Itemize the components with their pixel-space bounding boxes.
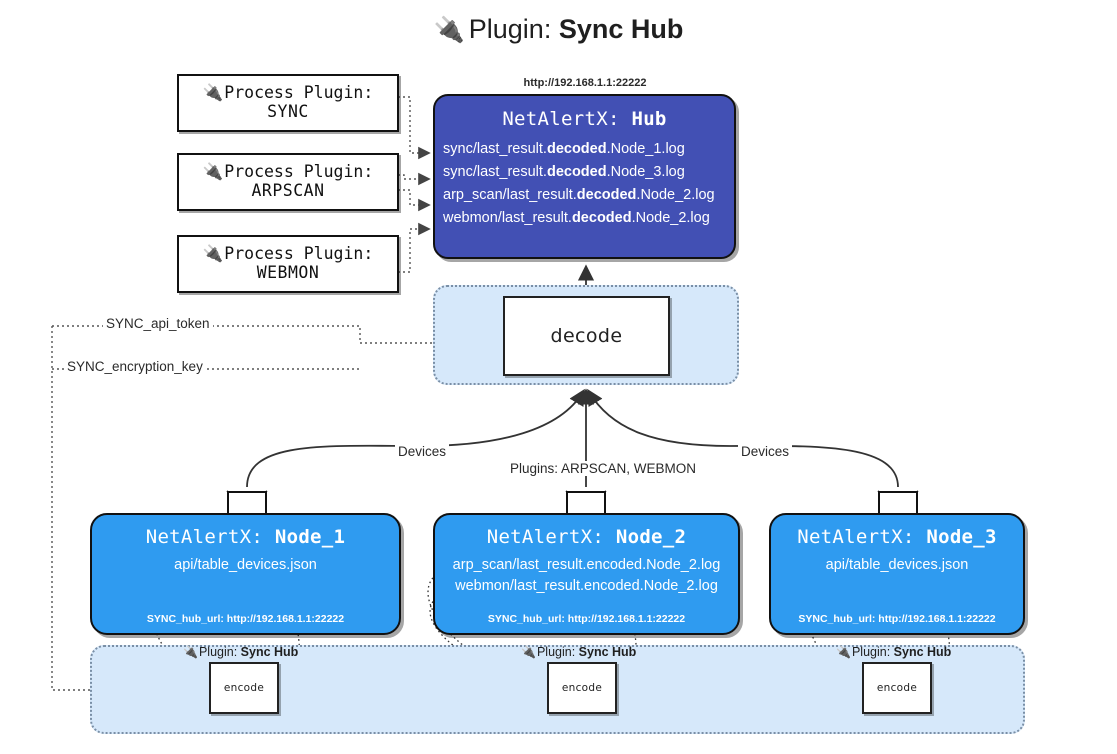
process-plugin-arpscan[interactable]: 🔌Process Plugin: ARPSCAN bbox=[177, 153, 399, 211]
hub-log-line: webmon/last_result.decoded.Node_2.log bbox=[443, 210, 710, 226]
node-3[interactable]: NetAlertX: Node_3 api/table_devices.json… bbox=[769, 513, 1025, 635]
node-title: NetAlertX: Node_2 bbox=[486, 526, 687, 548]
title-name: Sync Hub bbox=[558, 14, 684, 44]
plug-icon: 🔌 bbox=[183, 645, 198, 659]
hub-title: NetAlertX: Hub bbox=[435, 108, 734, 130]
hub-node[interactable]: NetAlertX: Hub sync/last_result.decoded.… bbox=[433, 94, 736, 259]
process-plugin-label: Process Plugin: bbox=[224, 83, 374, 103]
hub-url-label: http://192.168.1.1:22222 bbox=[523, 77, 647, 89]
encode-box-3[interactable]: encode bbox=[862, 662, 932, 714]
node-line: api/table_devices.json bbox=[174, 557, 317, 573]
node-title: NetAlertX: Node_1 bbox=[145, 526, 346, 548]
title-prefix: Plugin: bbox=[468, 14, 552, 44]
encode-plugin-label-3: 🔌Plugin: Sync Hub bbox=[836, 645, 952, 659]
node-line-list: api/table_devices.json bbox=[771, 557, 1023, 573]
encode-box-1[interactable]: encode bbox=[209, 662, 279, 714]
node-1[interactable]: NetAlertX: Node_1 api/table_devices.json… bbox=[90, 513, 401, 635]
process-plugin-name: WEBMON bbox=[256, 263, 320, 282]
hub-title-prefix: NetAlertX: bbox=[502, 108, 620, 130]
plug-icon: 🔌 bbox=[202, 83, 224, 103]
node-footer: SYNC_hub_url: http://192.168.1.1:22222 bbox=[487, 613, 686, 625]
process-plugin-sync[interactable]: 🔌Process Plugin: SYNC bbox=[177, 74, 399, 132]
node-line-list: arp_scan/last_result.encoded.Node_2.log … bbox=[435, 557, 738, 594]
label-devices-right: Devices bbox=[738, 444, 793, 459]
node-line: api/table_devices.json bbox=[825, 557, 969, 573]
node-2[interactable]: NetAlertX: Node_2 arp_scan/last_result.e… bbox=[433, 513, 740, 635]
plug-icon: 🔌 bbox=[202, 244, 224, 264]
plug-icon: 🔌 bbox=[521, 645, 536, 659]
encode-plugin-label-1: 🔌Plugin: Sync Hub bbox=[183, 645, 299, 659]
encode-box-2[interactable]: encode bbox=[547, 662, 617, 714]
node-title: NetAlertX: Node_3 bbox=[797, 526, 997, 548]
hub-log-line: sync/last_result.decoded.Node_3.log bbox=[443, 164, 685, 180]
encode-plugin-label-2: 🔌Plugin: Sync Hub bbox=[521, 645, 637, 659]
label-sync-api-token: SYNC_api_token bbox=[103, 316, 213, 331]
process-plugin-name: ARPSCAN bbox=[251, 181, 325, 200]
hub-title-name: Hub bbox=[631, 108, 667, 130]
plug-icon: 🔌 bbox=[433, 16, 465, 44]
hub-log-line: arp_scan/last_result.decoded.Node_2.log bbox=[443, 187, 715, 203]
decode-box[interactable]: decode bbox=[503, 296, 670, 376]
label-plugins-center: Plugins: ARPSCAN, WEBMON bbox=[507, 461, 700, 476]
process-plugin-label: Process Plugin: bbox=[224, 244, 374, 264]
plug-icon: 🔌 bbox=[836, 645, 851, 659]
node-footer: SYNC_hub_url: http://192.168.1.1:22222 bbox=[146, 613, 345, 625]
node-line: webmon/last_result.encoded.Node_2.log bbox=[455, 578, 718, 594]
node-line-list: api/table_devices.json bbox=[92, 557, 399, 573]
process-plugin-label: Process Plugin: bbox=[224, 162, 374, 182]
hub-log-line: sync/last_result.decoded.Node_1.log bbox=[443, 141, 685, 157]
node-line: arp_scan/last_result.encoded.Node_2.log bbox=[452, 557, 721, 573]
label-devices-left: Devices bbox=[395, 444, 450, 459]
plug-icon: 🔌 bbox=[202, 162, 224, 182]
label-sync-encryption-key: SYNC_encryption_key bbox=[64, 359, 206, 374]
process-plugin-name: SYNC bbox=[267, 102, 309, 121]
hub-log-list: sync/last_result.decoded.Node_1.log sync… bbox=[435, 141, 734, 226]
node-footer: SYNC_hub_url: http://192.168.1.1:22222 bbox=[798, 613, 996, 625]
process-plugin-webmon[interactable]: 🔌Process Plugin: WEBMON bbox=[177, 235, 399, 293]
page-title: 🔌Plugin: Sync Hub bbox=[0, 14, 1117, 45]
